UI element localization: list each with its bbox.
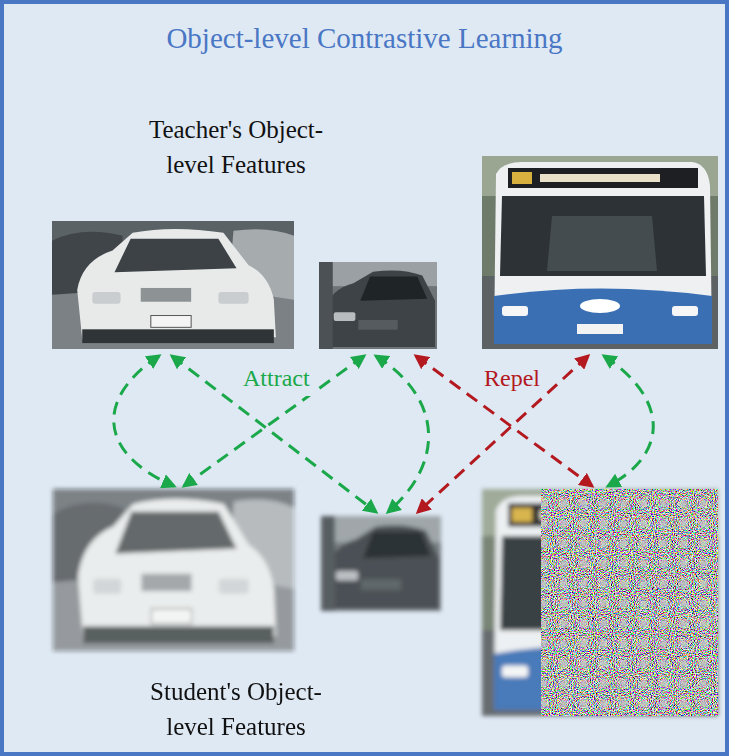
group-label: Teacher's Object-level Features [86,112,386,182]
figure-title: Object-level Contrastive Learning [4,22,725,55]
bus-image [482,156,718,349]
attract-arrow [604,356,653,486]
repel-arrow [418,356,588,512]
noise-patch [541,489,718,716]
attract-arrow [114,356,174,486]
illustration [4,4,729,756]
contrast-arrows [114,356,654,512]
teacher-images [52,156,718,349]
blurred-car-image [53,489,294,651]
repel-label: Repel [480,362,544,396]
group-label: Student's Object-level Features [86,674,386,744]
attract-arrow [184,356,364,486]
attract-label: Attract [239,362,314,396]
attract-arrow [172,356,376,512]
blurred-car-image [321,516,441,611]
blurred-bus-image [482,489,718,716]
car-image [319,262,437,349]
car-image [52,221,294,349]
wash [53,489,294,651]
attract-arrow [376,356,429,512]
